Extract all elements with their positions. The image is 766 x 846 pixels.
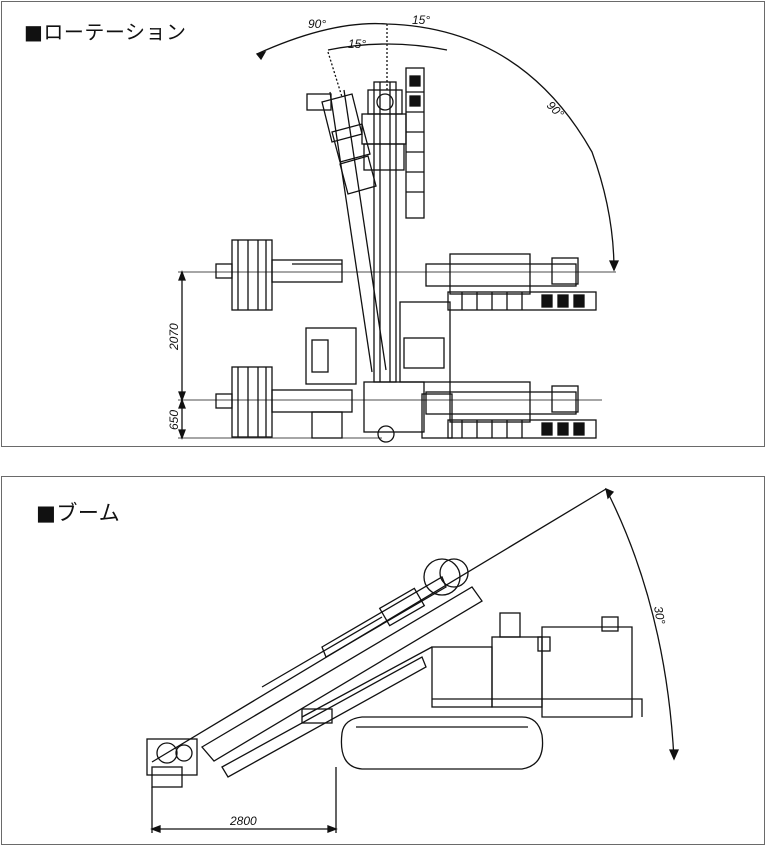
- right-head-upper: [425, 253, 597, 311]
- reach-dimension: [150, 767, 338, 833]
- angle-label-right-90: 90°: [544, 98, 567, 121]
- dimension-label-650: 650: [167, 410, 181, 430]
- vertical-dimension: [178, 270, 186, 440]
- rotation-arc: [256, 22, 615, 271]
- rotation-title: ■ローテーション: [24, 20, 187, 44]
- left-head-lower: [215, 366, 353, 438]
- mast-assembly: [306, 67, 425, 383]
- dimension-label-2800: 2800: [229, 814, 257, 828]
- boom-panel: ■ブーム: [1, 476, 765, 845]
- rotation-diagram: 90° 15° 15° 90° 2070 650: [167, 13, 620, 443]
- angle-label-tilt-left: 15°: [348, 37, 366, 51]
- boom-arm: [146, 558, 483, 788]
- left-head-upper: [215, 239, 343, 311]
- angle-label-left-90: 90°: [308, 17, 326, 31]
- arc-arrow-right: [608, 260, 620, 272]
- arc-arrow-left: [255, 50, 267, 61]
- right-head-lower: [425, 381, 597, 439]
- rotation-panel: ■ローテーション: [1, 1, 765, 447]
- dimension-label-2070: 2070: [167, 323, 181, 351]
- boom-angle-arc: [605, 488, 675, 760]
- boom-title: ■ブーム: [36, 501, 121, 525]
- angle-label-tilt-right: 15°: [412, 13, 430, 27]
- boom-diagram: 2800 30°: [146, 487, 680, 833]
- angle-label-30: 30°: [651, 605, 668, 626]
- carrier-side-view: [340, 612, 643, 770]
